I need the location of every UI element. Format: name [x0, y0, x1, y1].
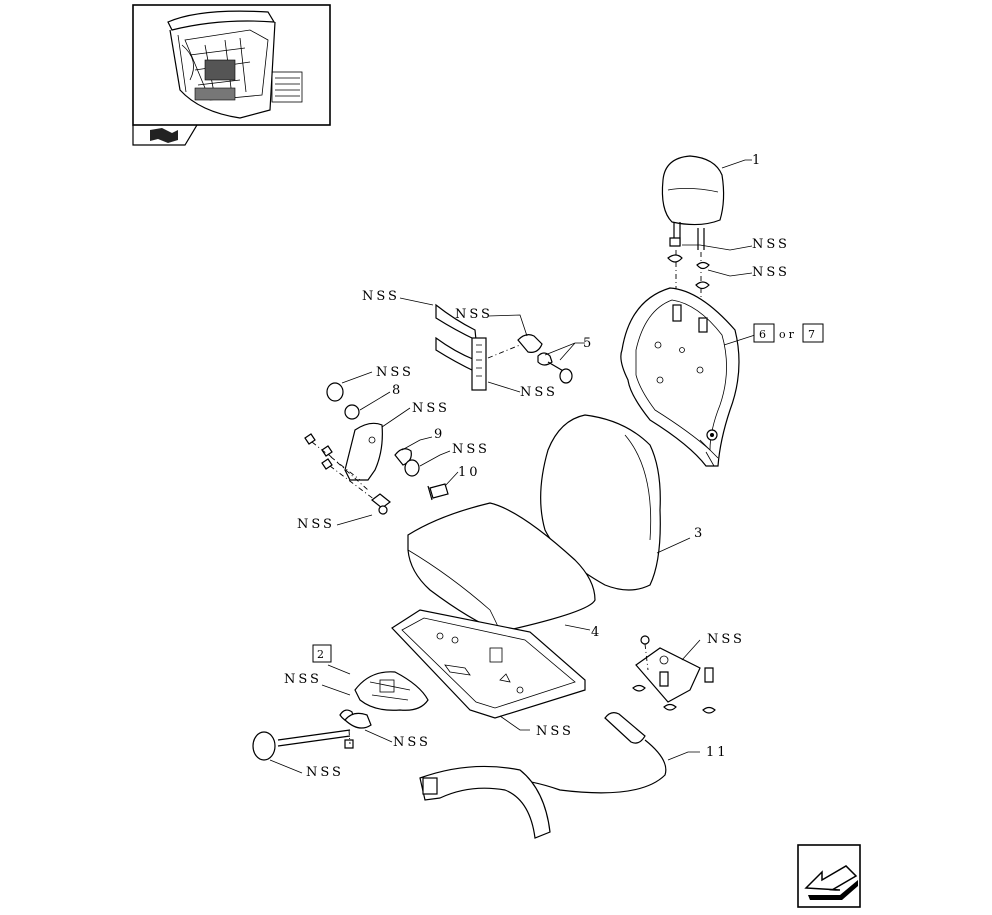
headrest	[661, 155, 725, 320]
label-part-1: 1	[752, 153, 763, 168]
label-part-2: 2	[317, 648, 327, 661]
cab-thumbnail-icon[interactable]	[132, 4, 331, 126]
label-nss-lever-1: NSS	[284, 672, 322, 687]
label-or: or	[779, 328, 797, 341]
label-nss-hinge-3: NSS	[452, 442, 490, 457]
label-nss-hinge-1: NSS	[376, 365, 414, 380]
label-part-10: 10	[458, 465, 481, 480]
label-part-3: 3	[694, 526, 705, 541]
book-tab-icon[interactable]	[132, 124, 198, 146]
label-part-2-box[interactable]: 2	[312, 644, 332, 663]
label-part-4: 4	[591, 625, 602, 640]
label-nss-adjuster-1: NSS	[362, 289, 400, 304]
label-nss-lever-2: NSS	[393, 735, 431, 750]
label-part-6: 6	[759, 328, 769, 341]
seat-pan	[391, 609, 586, 719]
label-nss-headrest-2: NSS	[752, 265, 790, 280]
armrest-hinge-assembly	[304, 382, 449, 515]
label-nss-seat-pan: NSS	[536, 724, 574, 739]
label-part-9: 9	[434, 427, 445, 442]
backrest-frame	[620, 287, 740, 467]
seat-switch-cable	[419, 712, 667, 839]
label-nss-adjuster-3: NSS	[520, 385, 558, 400]
label-part-11: 11	[706, 745, 729, 760]
label-nss-hinge-4: NSS	[297, 517, 335, 532]
label-part-8: 8	[392, 383, 403, 398]
label-nss-bracket: NSS	[707, 632, 745, 647]
back-adjuster-brackets	[435, 303, 573, 391]
label-part-7: 7	[808, 328, 818, 341]
leader-lines	[269, 159, 756, 774]
next-page-arrow-icon[interactable]	[797, 844, 861, 908]
label-nss-hinge-2: NSS	[412, 401, 450, 416]
label-nss-adjuster-2: NSS	[455, 307, 493, 322]
label-part-6-box[interactable]: 6	[753, 323, 775, 343]
callout-labels: 1 NSS NSS 6 or 7 NSS NSS 5 NSS NSS 8 NSS…	[284, 153, 824, 780]
label-nss-headrest-1: NSS	[752, 237, 790, 252]
label-nss-lever-3: NSS	[306, 765, 344, 780]
label-part-5: 5	[583, 336, 594, 351]
label-part-7-box[interactable]: 7	[802, 323, 824, 343]
backrest-cushion	[540, 414, 661, 591]
right-mount-bracket	[632, 635, 716, 714]
slide-lever-assembly	[252, 671, 429, 761]
